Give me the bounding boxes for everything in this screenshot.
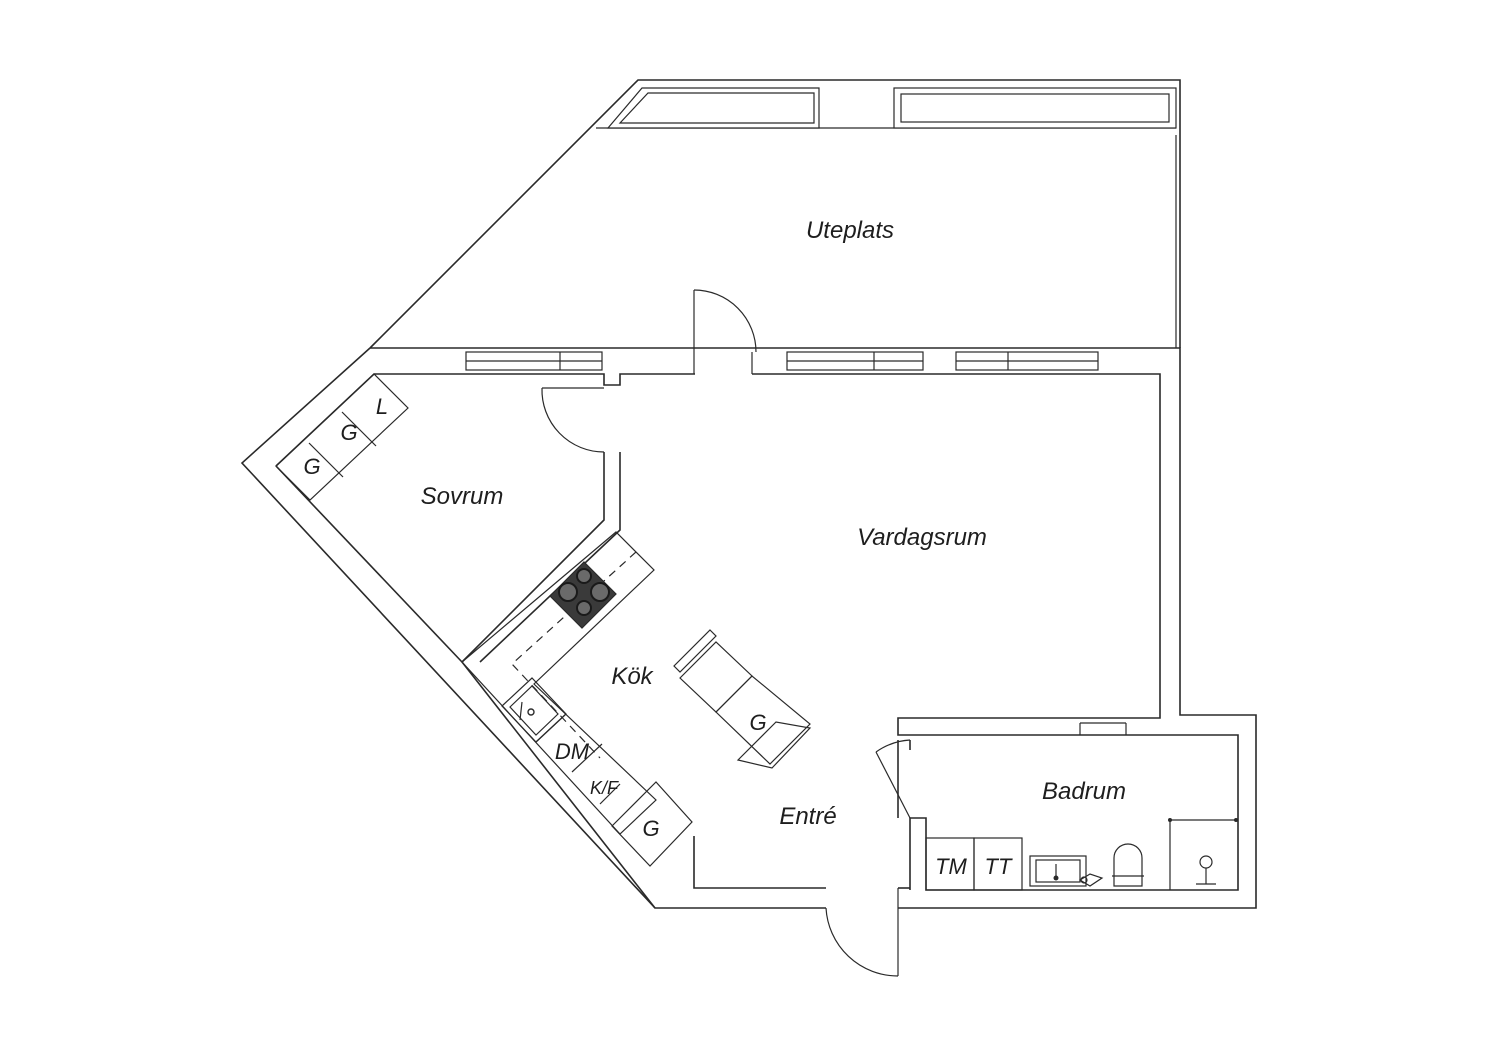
- linen-cabinet-label: L: [376, 394, 388, 419]
- dryer-box: [973, 837, 1023, 891]
- island-top: [679, 641, 753, 713]
- bedroom-door-swing: [541, 387, 605, 453]
- stove-icon: [549, 561, 617, 629]
- sink-icon: [501, 677, 567, 743]
- fixture-labels: G G L G DM K/F G TM TT: [303, 394, 1013, 879]
- interior-walls: [461, 452, 899, 818]
- room-label-kok: Kök: [611, 663, 654, 690]
- terrace-planter-right-inner: [900, 93, 1170, 123]
- dishwasher-label: DM: [555, 739, 590, 764]
- front-door-swing: [825, 907, 899, 977]
- shower-icon: [1168, 818, 1238, 890]
- bedroom-wardrobes: [275, 373, 409, 501]
- bathroom-door-swing: [875, 739, 911, 753]
- hall-wardrobe: [611, 781, 693, 867]
- terrace: [369, 79, 1181, 349]
- room-label-uteplats: Uteplats: [806, 217, 894, 244]
- wardrobe-label-1: G: [303, 454, 320, 479]
- kitchen-island: [673, 629, 812, 769]
- exterior-walls: [240, 347, 1257, 909]
- toilet-icon: [1112, 843, 1144, 887]
- hall-wardrobe-label: G: [642, 816, 659, 841]
- fridge-freezer-label: K/F: [590, 778, 619, 798]
- bathroom-fixtures: [925, 818, 1238, 891]
- wardrobe-label-2: G: [340, 420, 357, 445]
- room-labels: Uteplats Sovrum Vardagsrum Kök Entré Bad…: [421, 217, 1126, 830]
- windows: [465, 351, 1099, 371]
- island-wardrobe-label: G: [749, 710, 766, 735]
- bathroom-door-leaf: [875, 751, 911, 819]
- dryer-label: TT: [985, 854, 1013, 879]
- kitchen-counter: [461, 531, 657, 835]
- tap-icon: [1078, 873, 1104, 887]
- room-label-vardagsrum: Vardagsrum: [857, 524, 987, 551]
- bathroom-sink-icon: [1029, 855, 1087, 887]
- terrace-planter-left-inner: [618, 92, 815, 124]
- room-label-entre: Entré: [779, 803, 836, 830]
- hall-wardrobe-outline: [611, 781, 693, 867]
- room-label-sovrum: Sovrum: [421, 483, 504, 510]
- washer-label: TM: [935, 854, 967, 879]
- room-label-badrum: Badrum: [1042, 778, 1126, 805]
- doors: [541, 289, 911, 977]
- balcony-door-swing: [693, 289, 757, 353]
- wardrobe-bank: [275, 373, 409, 501]
